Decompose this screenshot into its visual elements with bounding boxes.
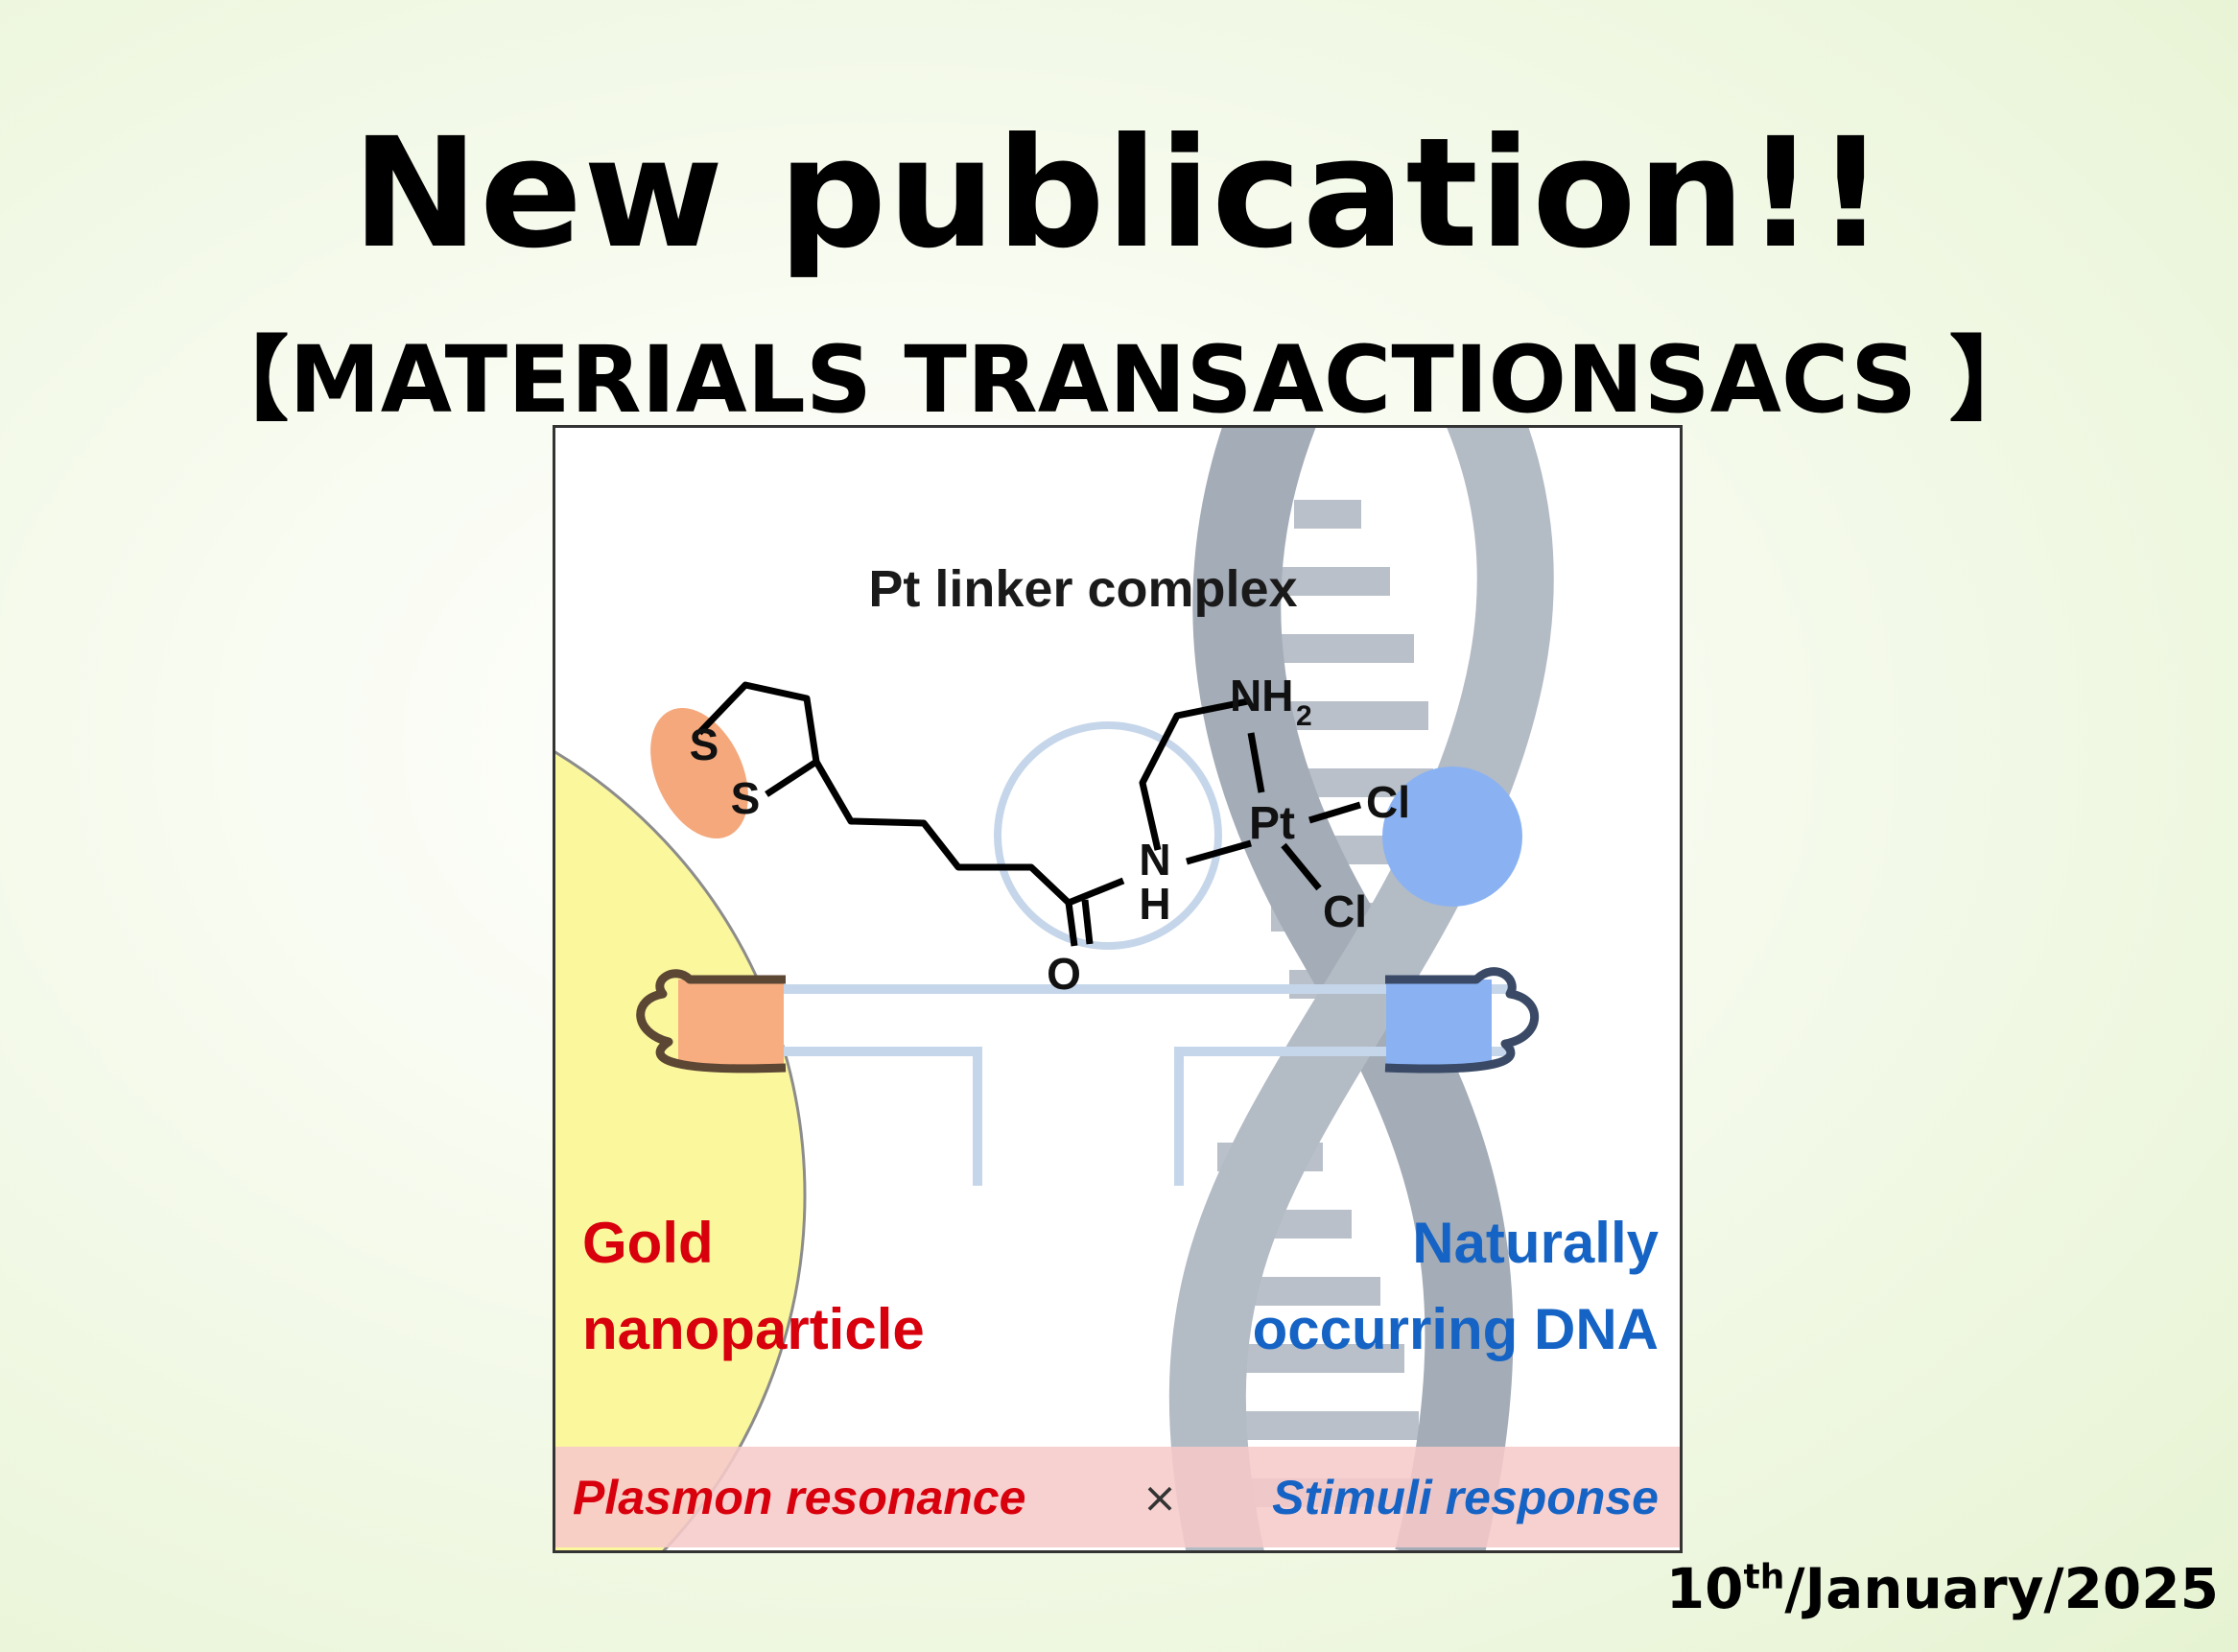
atom-amine: NH bbox=[1230, 671, 1293, 720]
atom-oxygen: O bbox=[1047, 949, 1081, 999]
atom-sulfur-2: S bbox=[731, 773, 761, 823]
banner-plasmon: Plasmon resonance bbox=[573, 1471, 1025, 1524]
molecule-bonds bbox=[696, 681, 1362, 947]
page-title: New publication!! bbox=[351, 106, 1887, 282]
left-hand-icon bbox=[636, 969, 787, 1074]
atom-hydrogen: H bbox=[1139, 879, 1170, 929]
atom-chlorine-1: Cl bbox=[1366, 777, 1410, 827]
graphical-abstract: Pt linker complex S S NH 2 Pt Cl Cl N H … bbox=[553, 425, 1683, 1553]
banner-stimuli: Stimuli response bbox=[1272, 1471, 1659, 1524]
center-circle bbox=[994, 721, 1222, 950]
date-rest: /January/2025 bbox=[1784, 1556, 2219, 1621]
publication-date: 10th/January/2025 bbox=[1666, 1556, 2219, 1621]
banner-times: × bbox=[1143, 1474, 1178, 1522]
atom-chlorine-2: Cl bbox=[1323, 886, 1367, 936]
atom-platinum: Pt bbox=[1249, 798, 1295, 849]
figure-heading: Pt linker complex bbox=[868, 560, 1297, 618]
date-suffix: th bbox=[1743, 1557, 1785, 1597]
atom-amine-subscript: 2 bbox=[1296, 700, 1312, 732]
atom-sulfur-1: S bbox=[690, 720, 719, 769]
dna-label-line1: Naturally bbox=[1412, 1211, 1659, 1275]
gold-nanoparticle-icon bbox=[555, 750, 807, 1550]
dna-label-line2: occurring DNA bbox=[1253, 1297, 1659, 1361]
right-hand-icon bbox=[1384, 967, 1540, 1074]
platinum-highlight bbox=[1382, 767, 1522, 907]
journal-name: 【MATERIALS TRANSACTIONSACS 】 bbox=[197, 326, 2041, 434]
gold-label-line1: Gold bbox=[582, 1211, 714, 1275]
graphical-abstract-svg: Pt linker complex S S NH 2 Pt Cl Cl N H … bbox=[555, 428, 1680, 1550]
date-day: 10 bbox=[1665, 1556, 1744, 1621]
gold-label-line2: nanoparticle bbox=[582, 1297, 925, 1361]
banner-background bbox=[555, 1447, 1680, 1547]
atom-nitrogen: N bbox=[1139, 835, 1170, 885]
disulfide-highlight bbox=[650, 708, 748, 838]
